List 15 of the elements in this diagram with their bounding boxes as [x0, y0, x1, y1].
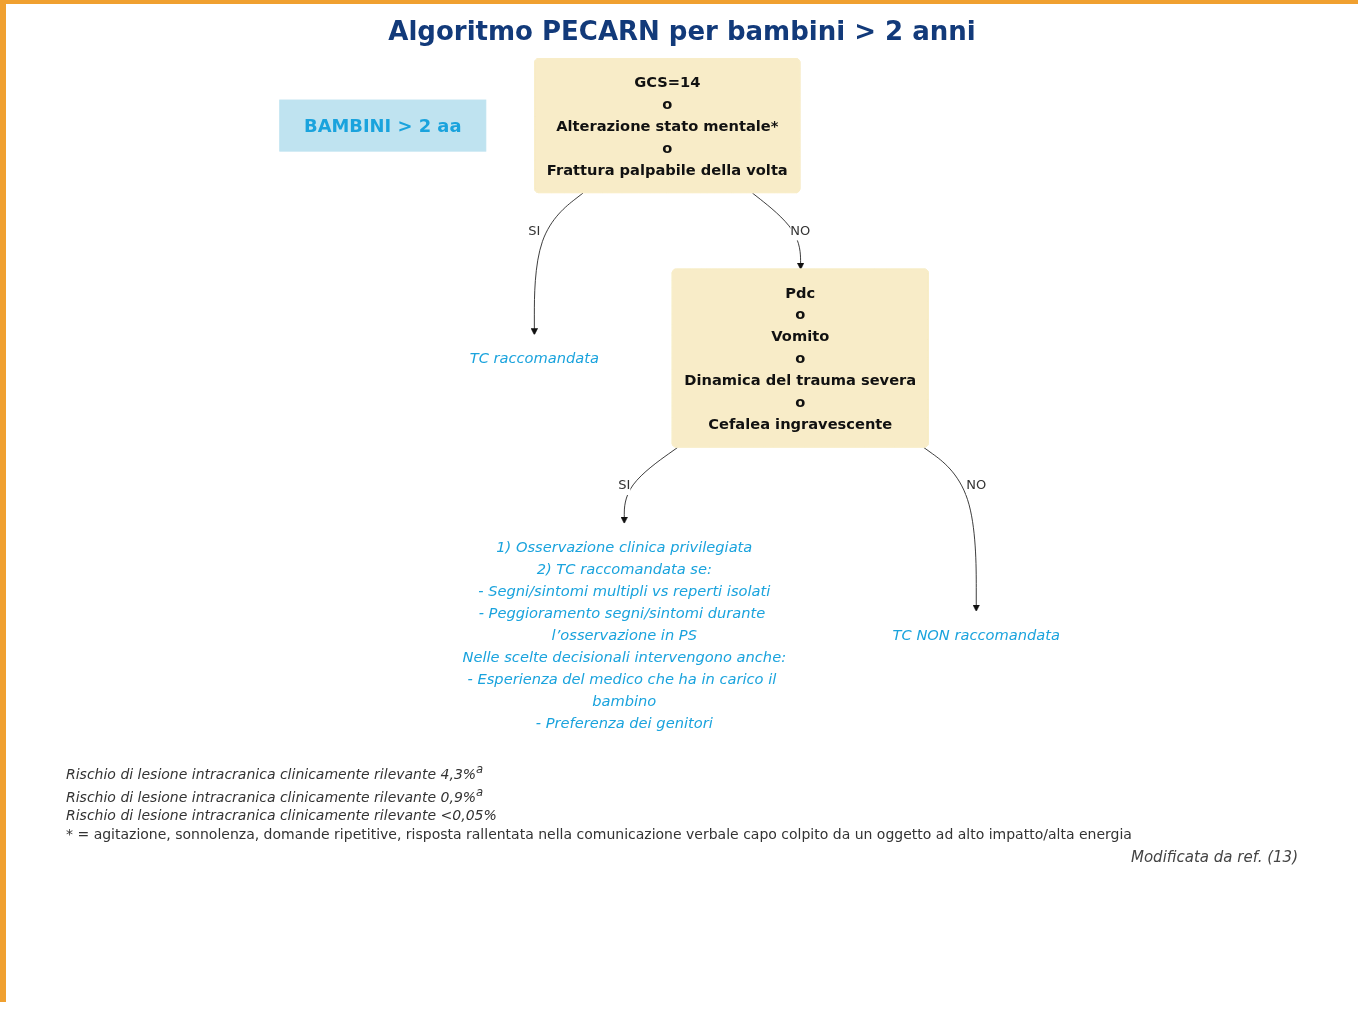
risk-note: Rischio di lesione intracranica clinicamente rilevante <0,05% — [66, 807, 498, 824]
edge-label: SI — [618, 477, 631, 493]
diagram-title: Algoritmo PECARN per bambini > 2 anni — [387, 16, 977, 46]
risk-note: Rischio di lesione intracranica clinicamente rilevante 4,3%$^{a}$ — [66, 762, 485, 782]
edge-label: NO — [790, 222, 811, 239]
flowchart: SI NO SI NO BAMBINI > 2 aa GCS=14 o Alterazione stato mentale* o Frattura palpabile della volta TC raccomandata Pdc o Vomito o Dinamica del trauma severa o Cefalea ingravescente 1) Osservazione clinica privilegiata 2) TC raccomandata se: - Segni/sintomi multipli vs reperti isolati - Peggioramento segni/sintomi durante l’osservazione in PS Nelle scelte decisionali intervengono anche: - Esperienza del medico che ha in carico il bambino - Preferenza dei genitori TC NON raccomandata — [32, 52, 1332, 752]
node-text: 1) Osservazione clinica privilegiata 2) TC raccomandata se: - Segni/sintomi multipli vs reperti isolati - Peggioramento segni/sintomi durante l’osservazione in PS Nelle scelte decisionali intervengono anche: - Esperienza del medico che ha in carico il bambino - Preferenza dei genitori — [462, 538, 787, 731]
node-text: TC raccomandata — [469, 349, 599, 367]
footnote: * = agitazione, sonnolenza, domande ripetitive, risposta rallentata nella comunicazione verbale capo colpito da un oggetto ad alto impatto/alta energia — [66, 826, 1133, 843]
node-text: TC NON raccomandata — [892, 625, 1060, 644]
edge-label: SI — [528, 222, 541, 239]
caption: Modificata da ref. (13) — [1130, 848, 1298, 867]
node-box — [279, 99, 487, 152]
risk-note: Rischio di lesione intracranica clinicamente rilevante 0,9%$^{a}$ — [66, 784, 485, 805]
edge-label: NO — [966, 477, 987, 493]
